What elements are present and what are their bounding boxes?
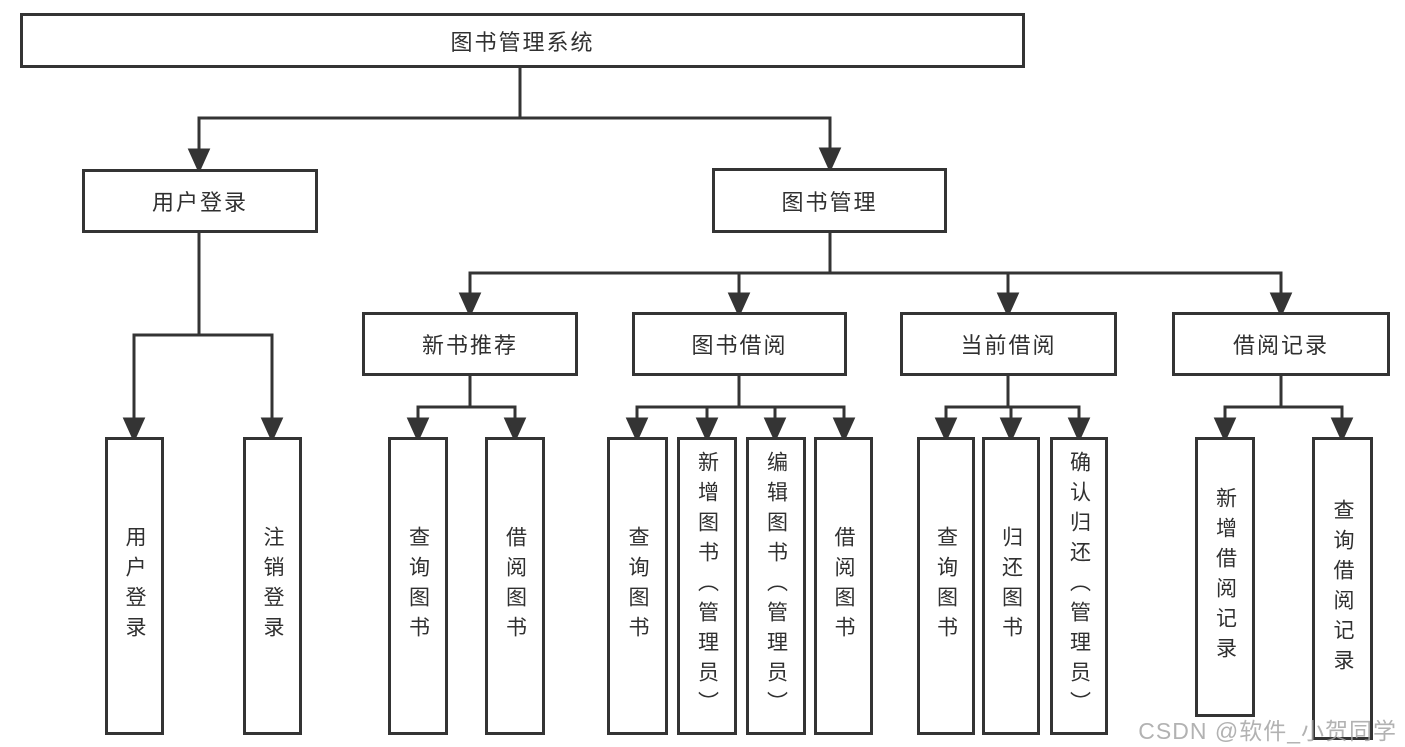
node-label: 查询图书 — [934, 526, 958, 646]
node-label: 借阅图书 — [832, 526, 855, 646]
node-label: 查询图书 — [406, 526, 430, 646]
node-book-management: 图书管理 — [712, 168, 947, 233]
node-library-management-system: 图书管理系统 — [20, 13, 1025, 68]
leaf-add-borrow-record: 新增借阅记录 — [1195, 437, 1255, 717]
node-book-borrowing: 图书借阅 — [632, 312, 847, 376]
leaf-return-books: 归还图书 — [982, 437, 1040, 735]
leaf-confirm-return-admin: 确认归还（管理员） — [1050, 437, 1108, 735]
node-new-book-recommendation: 新书推荐 — [362, 312, 578, 376]
csdn-watermark: CSDN @软件_小贺同学 — [1138, 718, 1397, 744]
leaf-query-borrow-record: 查询借阅记录 — [1312, 437, 1373, 740]
node-label: 用户登录 — [123, 526, 146, 646]
node-label: 新书推荐 — [421, 333, 518, 358]
node-user-login: 用户登录 — [82, 169, 318, 233]
node-label: 确认归还（管理员） — [1067, 451, 1091, 721]
leaf-user-login: 用户登录 — [105, 437, 164, 735]
node-label: 归还图书 — [999, 526, 1023, 646]
node-label: 用户登录 — [151, 190, 248, 215]
leaf-borrow-books-recommend: 借阅图书 — [485, 437, 545, 735]
leaf-query-books-current: 查询图书 — [917, 437, 975, 735]
node-label: 新增图书（管理员） — [695, 451, 719, 721]
node-label: 当前借阅 — [960, 333, 1057, 358]
node-label: 查询借阅记录 — [1331, 498, 1354, 679]
leaf-query-books-recommend: 查询图书 — [388, 437, 448, 735]
node-label: 图书借阅 — [691, 333, 788, 358]
node-label: 图书管理系统 — [450, 29, 595, 55]
leaf-add-book-admin: 新增图书（管理员） — [677, 437, 737, 735]
leaf-query-books-borrowing: 查询图书 — [607, 437, 668, 735]
node-label: 编辑图书（管理员） — [764, 451, 788, 721]
node-label: 图书管理 — [781, 189, 878, 215]
node-current-borrowing: 当前借阅 — [900, 312, 1117, 376]
leaf-borrow-books-borrowing: 借阅图书 — [814, 437, 873, 735]
node-label: 借阅记录 — [1232, 333, 1329, 358]
node-label: 查询图书 — [626, 526, 649, 646]
node-borrowing-records: 借阅记录 — [1172, 312, 1390, 376]
node-label: 新增借阅记录 — [1213, 487, 1237, 667]
node-label: 借阅图书 — [503, 526, 527, 646]
leaf-edit-book-admin: 编辑图书（管理员） — [746, 437, 806, 735]
node-label: 注销登录 — [261, 526, 284, 646]
leaf-logout: 注销登录 — [243, 437, 302, 735]
